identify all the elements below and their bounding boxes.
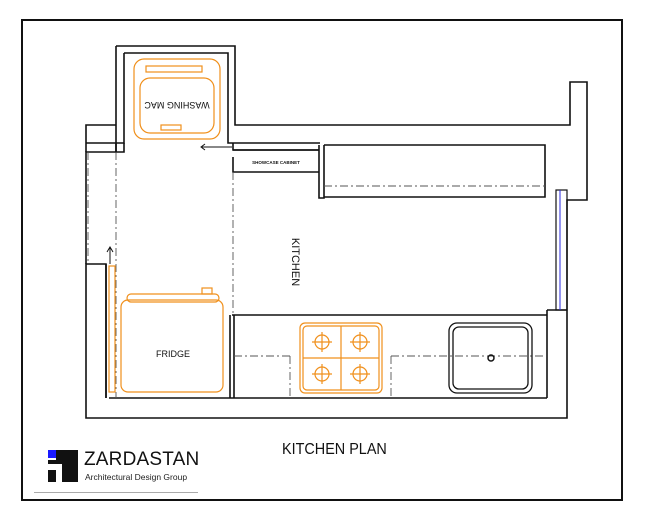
burner-icon bbox=[312, 332, 332, 352]
brand-subtitle: Architectural Design Group bbox=[85, 472, 188, 482]
drain-icon bbox=[487, 354, 495, 362]
fridge-label: FRIDGE bbox=[156, 349, 190, 359]
burner-icon bbox=[350, 364, 370, 384]
centerlines bbox=[87, 152, 545, 398]
cooktop bbox=[299, 322, 383, 394]
brand-name: ZARDASTAN bbox=[84, 449, 200, 470]
sheet-border bbox=[21, 19, 623, 501]
showcase-cabinet-label: SHOWCASE CABINET bbox=[252, 160, 300, 165]
fridge bbox=[120, 287, 224, 393]
door-panel bbox=[108, 265, 116, 393]
burner-icon bbox=[312, 364, 332, 384]
door-arrows bbox=[106, 143, 232, 264]
brand-logo-icon bbox=[48, 450, 78, 482]
sink bbox=[448, 322, 533, 394]
window bbox=[555, 189, 568, 311]
divider bbox=[34, 492, 198, 493]
washing-machine bbox=[133, 58, 221, 140]
washing-machine-label: WASHING MAC bbox=[144, 100, 210, 110]
plan-title: KITCHEN PLAN bbox=[282, 441, 387, 458]
room-label: KITCHEN bbox=[289, 238, 301, 286]
burner-icon bbox=[350, 332, 370, 352]
